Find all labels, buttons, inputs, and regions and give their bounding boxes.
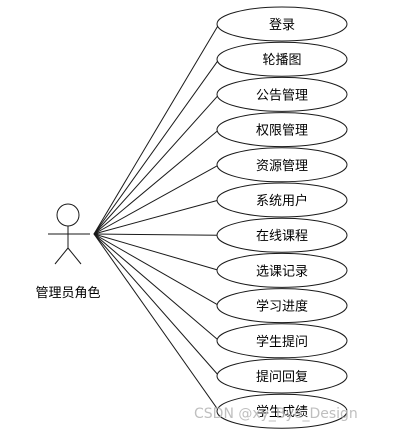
use-case-label: 权限管理	[256, 123, 308, 139]
use-case-label: 系统用户	[256, 193, 308, 209]
association-lines	[93, 23, 220, 412]
use-case-ellipse	[216, 217, 348, 253]
use-case-ellipse	[216, 288, 348, 324]
use-case-label: 学生成绩	[256, 404, 308, 420]
use-case: 提问回复	[216, 358, 348, 394]
use-case: 学生成绩	[216, 393, 348, 429]
use-case-label: 轮播图	[262, 53, 301, 68]
use-case: 学习进度	[216, 288, 348, 324]
use-case-label: 在线课程	[256, 229, 308, 244]
actor-head	[56, 203, 80, 227]
use-case: 资源管理	[216, 147, 348, 183]
association-line	[93, 233, 220, 377]
use-case-label: 学习进度	[256, 299, 308, 315]
use-case-ellipse	[216, 358, 348, 394]
association-line	[93, 233, 220, 342]
use-case-ellipse	[216, 41, 348, 77]
use-case-label: 公告管理	[256, 88, 308, 103]
use-case: 学生提问	[216, 323, 348, 359]
watermark: CSDN @xy_Bye_Design	[194, 406, 358, 422]
actor: 管理员角色	[35, 203, 101, 301]
use-case-ellipse	[216, 182, 348, 218]
actor-left-leg	[54, 247, 69, 265]
use-case: 权限管理	[216, 112, 348, 148]
use-case-label: 选课记录	[256, 264, 308, 279]
use-case: 公告管理	[216, 76, 348, 112]
use-case-ellipse	[216, 76, 348, 112]
use-case-ellipse	[216, 147, 348, 183]
use-case: 选课记录	[216, 252, 348, 288]
association-line	[93, 94, 220, 235]
use-case: 系统用户	[216, 182, 348, 218]
use-case: 在线课程	[216, 217, 348, 253]
use-case-ellipse	[216, 323, 348, 359]
association-line	[93, 23, 220, 235]
actor-label: 管理员角色	[35, 285, 100, 301]
association-line	[93, 233, 220, 271]
association-line	[93, 233, 220, 307]
use-case-ellipse	[216, 6, 348, 42]
use-case-label: 资源管理	[256, 159, 308, 174]
use-case-ellipse	[216, 393, 348, 429]
use-cases: 登录轮播图公告管理权限管理资源管理系统用户在线课程选课记录学习进度学生提问提问回…	[216, 6, 348, 429]
association-line	[93, 129, 220, 235]
association-line	[93, 58, 220, 235]
use-case-ellipse	[216, 112, 348, 148]
use-case-label: 登录	[269, 18, 295, 33]
use-case-label: 学生提问	[256, 334, 308, 350]
actor-right-leg	[67, 247, 82, 265]
association-line	[93, 199, 220, 235]
association-line	[93, 164, 220, 235]
use-case-label: 提问回复	[256, 369, 308, 385]
use-case: 轮播图	[216, 41, 348, 77]
use-case: 登录	[216, 6, 348, 42]
association-line	[93, 233, 220, 412]
association-line	[93, 233, 220, 236]
use-case-ellipse	[216, 252, 348, 288]
